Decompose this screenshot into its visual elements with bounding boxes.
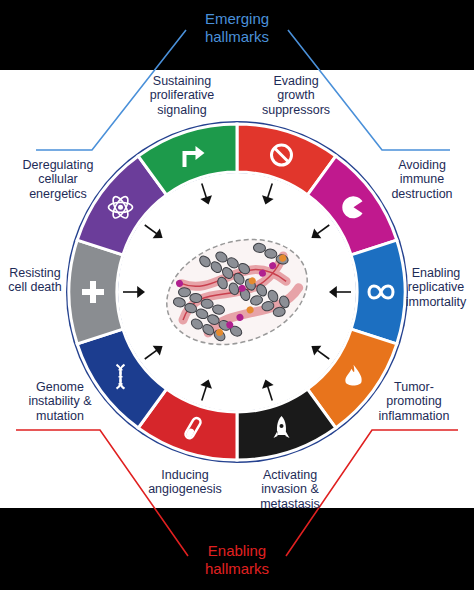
arrow-head [262,379,274,388]
cancer-cell [273,306,286,317]
immune-cell [268,261,277,270]
hallmark-icon [345,365,361,386]
hallmark-label: Inducing angiogenesis [143,468,227,497]
cancer-cell [189,293,202,303]
cancer-cell [216,276,229,291]
hallmark-icon [117,365,125,389]
hallmark-label: Sustaining proliferative signaling [142,74,222,117]
cancer-cell [275,254,289,265]
cancer-cell [198,254,213,269]
blood-vessel [172,251,292,320]
group-heading: Enabling hallmarks [189,542,285,578]
cancer-cell [178,288,190,297]
hallmark-label: Tumor-promoting inflammation [374,380,454,423]
hallmark-icon [369,286,393,298]
hallmark-icon [82,281,104,303]
bottom-band [0,508,474,590]
ring-rim [66,121,408,463]
tumor-illustration [153,222,321,362]
top-band [0,0,474,70]
cancer-cell [212,304,225,315]
cancer-cell [201,322,216,337]
hallmark-label: Evading growth suppressors [256,74,336,117]
cancer-cell [209,260,224,275]
ring-segment [351,240,405,344]
stroma [172,250,303,339]
arrow-head [200,379,212,388]
cancer-cell [201,298,214,309]
cancer-cell [253,243,266,253]
ring-center [118,173,356,411]
hallmark-icon [109,194,133,220]
hallmark-label: Deregulating cellular energetics [10,158,106,201]
immune-cell [258,269,267,278]
immune-cell [278,254,287,263]
hallmark-label: Avoiding immune destruction [379,158,465,201]
arrow-head [311,228,321,238]
arrow-head [137,286,145,298]
hallmark-ring [66,121,408,463]
group-heading: Emerging hallmarks [189,10,285,46]
hallmark-label: Enabling replicative immortality [401,266,471,309]
immune-cell [175,279,184,288]
immune-cell [238,284,247,293]
hallmark-label: Genome instability & mutation [15,380,105,423]
hallmark-icon [342,196,362,218]
cancer-cell [184,302,198,314]
immune-cell [225,320,234,329]
cancer-cell [212,328,227,343]
immune-cell [248,276,257,285]
arrow-head [329,286,337,298]
cancer-cell [172,296,186,308]
cancer-cell [250,294,264,306]
immune-cell [246,305,255,314]
enabling-bracket [16,430,458,556]
arrow-head [153,228,163,238]
emerging-bracket [36,30,450,150]
ring-segment [69,240,123,344]
cancer-cell [227,282,240,296]
immune-cell [236,313,245,322]
arrow-head [153,346,163,356]
arrow-head [262,195,274,204]
hallmark-label: Activating invasion & metastasis [252,468,328,511]
hallmark-icon [271,145,291,165]
immune-cell [215,328,224,337]
arrow-head [311,346,321,356]
cancer-cell [264,248,277,259]
hallmark-icon [185,146,205,167]
hallmark-label: Resisting cell death [3,266,67,295]
arrow-head [200,195,212,204]
cancer-cell [189,317,204,331]
tumor-outline [153,222,321,362]
hallmark-icon [184,417,202,440]
hallmark-icon [273,416,289,438]
cancer-cell [261,300,275,311]
